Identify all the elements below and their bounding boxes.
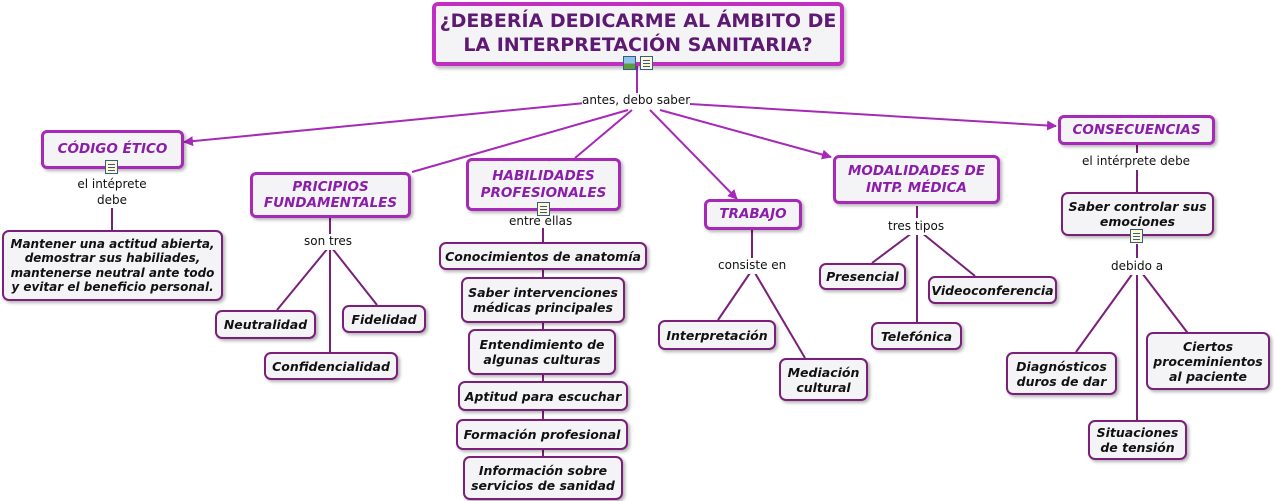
principios-item-neutralidad[interactable]: Neutralidad (215, 310, 316, 339)
category-consecuencias[interactable]: CONSECUENCIAS (1058, 115, 1215, 145)
trabajo-item-interpretacion[interactable]: Interpretación (658, 320, 776, 350)
consecuencias-item-tension[interactable]: Situaciones de tensión (1088, 420, 1187, 460)
trabajo-link-label: consiste en (718, 258, 787, 274)
modalidades-link-label: tres tipos (888, 219, 945, 235)
principios-item-fidelidad[interactable]: Fidelidad (342, 305, 426, 333)
habilidades-item-intervenciones[interactable]: Saber intervenciones médicas principales (461, 277, 625, 323)
trabajo-item-mediacion[interactable]: Mediación cultural (779, 358, 868, 401)
modalidades-item-videoconferencia[interactable]: Videoconferencia (928, 276, 1057, 304)
document-icon[interactable] (1130, 229, 1143, 243)
habilidades-item-culturas[interactable]: Entendimiento de algunas culturas (468, 329, 616, 375)
habilidades-item-formacion[interactable]: Formación profesional (456, 419, 628, 450)
habilidades-item-escuchar[interactable]: Aptitud para escuchar (458, 381, 628, 411)
root-link-label: antes, debo saber (582, 93, 691, 109)
consecuencias-link-label: el intérprete debe (1082, 154, 1191, 170)
habilidades-link-label: entre ellas (509, 214, 573, 228)
consecuencias-sub-emociones[interactable]: Saber controlar sus emociones (1061, 192, 1214, 236)
codigo-link-label: el intéprete debe (72, 177, 152, 209)
document-icon[interactable] (537, 202, 550, 216)
habilidades-item-informacion[interactable]: Información sobre servicios de sanidad (463, 456, 623, 500)
habilidades-item-anatomia[interactable]: Conocimientos de anatomía (439, 242, 647, 270)
document-icon[interactable] (105, 160, 118, 174)
consecuencias-item-procedimientos[interactable]: Ciertos proceminientos al paciente (1146, 332, 1270, 390)
modalidades-item-telefonica[interactable]: Telefónica (871, 322, 962, 350)
consecuencias-item-diagnosticos[interactable]: Diagnósticos duros de dar (1006, 352, 1117, 395)
consecuencias-sub-link-label: debido a (1111, 259, 1164, 275)
principios-link-label: son tres (304, 234, 353, 250)
codigo-item-actitud[interactable]: Mantener una actitud abierta, demostrar … (2, 230, 223, 301)
category-trabajo[interactable]: TRABAJO (704, 199, 802, 230)
modalidades-item-presencial[interactable]: Presencial (819, 263, 906, 290)
image-icon[interactable] (623, 56, 636, 70)
concept-map-title[interactable]: ¿DEBERÍA DEDICARME AL ÁMBITO DE LA INTER… (432, 2, 844, 66)
document-icon[interactable] (640, 56, 653, 70)
category-principios[interactable]: PRICIPIOS FUNDAMENTALES (250, 172, 411, 218)
category-modalidades[interactable]: MODALIDADES DE INTP. MÉDICA (833, 155, 1000, 204)
principios-item-confidencialidad[interactable]: Confidencialidad (264, 352, 398, 380)
